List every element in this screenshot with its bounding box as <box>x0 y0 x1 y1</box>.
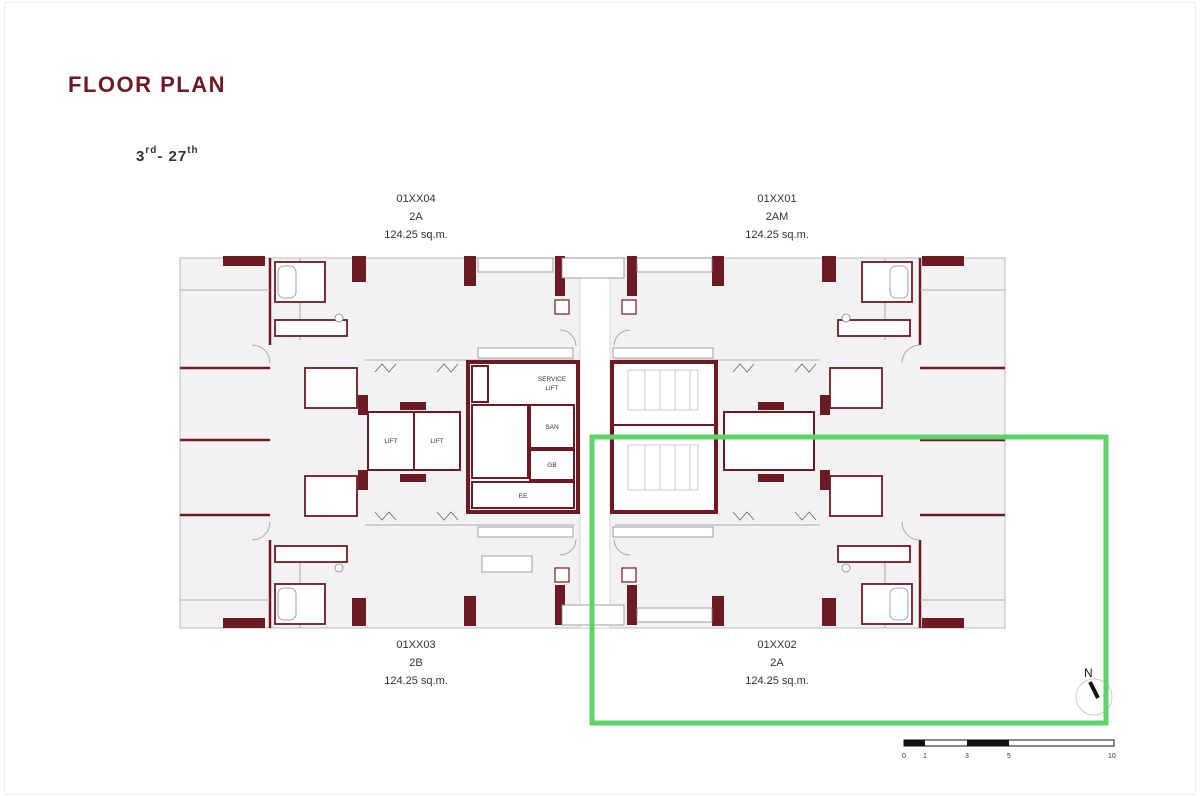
north-compass: N <box>1075 666 1113 716</box>
unit-code: 01XX03 <box>396 639 436 651</box>
san-label: SAN <box>545 424 559 431</box>
scale-tick-10: 10 <box>1108 753 1116 760</box>
floor-start: 3 <box>136 148 146 165</box>
unit-area: 124.25 sq.m. <box>384 229 448 241</box>
structural-columns <box>223 256 964 628</box>
unit-code: 01XX02 <box>757 639 797 651</box>
scale-tick-1: 1 <box>923 753 927 760</box>
unit-label-01xx02: 01XX02 2A 124.25 sq.m. <box>697 636 857 690</box>
unit-area: 124.25 sq.m. <box>745 229 809 241</box>
service-lift-label-line2: LIFT <box>545 385 558 392</box>
lift-label-2: LIFT <box>430 438 443 445</box>
gb-label: GB <box>547 462 556 469</box>
unit-type: 2AM <box>765 211 789 223</box>
floor-range: 3rd- 27th <box>136 145 199 165</box>
stair-treads <box>627 369 699 491</box>
unit-code: 01XX01 <box>757 193 797 205</box>
kitchen-counters <box>477 257 714 626</box>
unit-area: 124.25 sq.m. <box>745 675 809 687</box>
lift-lobby-right <box>723 411 815 471</box>
unit-area: 124.25 sq.m. <box>384 675 448 687</box>
unit-type: 2A <box>770 657 784 669</box>
bathroom-pods <box>274 261 913 625</box>
floor-separator: - <box>157 148 169 165</box>
washer-symbols <box>554 299 637 583</box>
ee-label: EE <box>519 493 528 500</box>
unit-label-01xx01: 01XX01 2AM 124.25 sq.m. <box>697 190 857 244</box>
door-swings <box>251 329 921 556</box>
scale-tick-0: 0 <box>902 753 906 760</box>
unit-type: 2B <box>409 657 423 669</box>
floor-start-suffix: rd <box>145 145 158 156</box>
scale-tick-5: 5 <box>1007 753 1011 760</box>
unit-label-01xx03: 01XX03 2B 124.25 sq.m. <box>336 636 496 690</box>
service-lift-label: SERVICE <box>538 376 567 383</box>
floor-end-suffix: th <box>187 145 199 156</box>
page-title: FLOOR PLAN <box>68 72 226 97</box>
unit-code: 01XX04 <box>396 193 436 205</box>
unit-label-01xx04: 01XX04 2A 124.25 sq.m. <box>336 190 496 244</box>
lift-label-1: LIFT <box>384 438 397 445</box>
unit-type: 2A <box>409 211 423 223</box>
scale-bar: 0 1 3 5 10 <box>902 739 1116 760</box>
highlight-box <box>589 434 1109 726</box>
unit-partitions <box>180 258 1005 628</box>
scale-tick-3: 3 <box>965 753 969 760</box>
floor-end: 27 <box>168 148 188 165</box>
bathtubs <box>277 265 909 621</box>
sliding-doors <box>374 363 817 521</box>
left-core-rooms <box>471 365 575 509</box>
north-label: N <box>1084 666 1093 680</box>
center-corridor <box>579 257 611 629</box>
